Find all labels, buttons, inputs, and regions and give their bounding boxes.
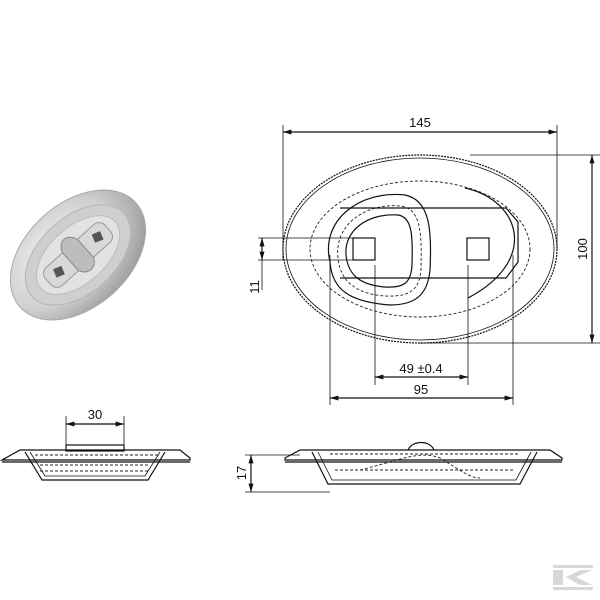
dim-slot-label: 11 (247, 280, 262, 294)
brand-watermark-logo (553, 565, 593, 590)
dim-hole-spacing-label: 49 ±0.4 (399, 361, 442, 376)
dim-bracket-label: 30 (88, 407, 102, 422)
isometric-view (9, 189, 147, 321)
dim-ring-width-label: 95 (414, 382, 428, 397)
plan-dimensions (258, 125, 600, 405)
side-view-long (245, 441, 563, 493)
side-view-narrow (0, 416, 191, 481)
dim-width-label: 145 (409, 115, 431, 130)
dim-depth-label: 17 (234, 466, 249, 480)
plan-view (282, 154, 558, 344)
dim-height-label: 100 (575, 238, 590, 260)
